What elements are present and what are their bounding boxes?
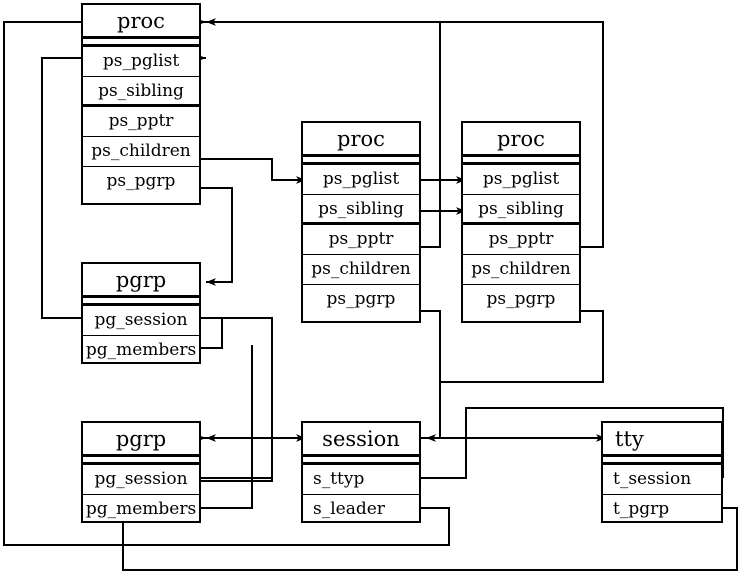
wire-child1-pptr-to-parent-proc (206, 18, 441, 248)
struct-title: pgrp (83, 423, 199, 457)
struct-title: proc (83, 5, 199, 39)
struct-box-proc-child-1: proc ps_pglist ps_sibling ps_pptr ps_chi… (301, 121, 421, 323)
field-ps-pptr: ps_pptr (83, 107, 199, 137)
struct-box-pgrp-upper: pgrp pg_session pg_members (81, 262, 201, 364)
wire-session-leader-to-parent-proc (3, 18, 450, 546)
struct-box-session: session s_ttyp s_leader (301, 421, 421, 523)
wire-session-ttyp-to-tty (421, 434, 606, 479)
title-separator (303, 457, 419, 465)
struct-title: tty (603, 423, 721, 457)
field-ps-pgrp: ps_pgrp (106, 171, 176, 191)
struct-box-proc-child-2: proc ps_pglist ps_sibling ps_pptr ps_chi… (461, 121, 581, 323)
field-ps-pgrp: ps_pgrp (486, 289, 556, 309)
wire-child2-pptr-to-parent-proc (440, 21, 604, 248)
struct-box-proc-parent: proc ps_pglist ps_sibling ps_pptr ps_chi… (81, 3, 201, 205)
wire-child2-pgrp-to-pgrp-lower (440, 310, 604, 383)
field-ps-pglist: ps_pglist (83, 47, 199, 77)
field-ps-children: ps_children (83, 137, 199, 167)
field-pg-members: pg_members (85, 499, 197, 519)
wire-child1-pgrp-to-pgrp-lower (206, 310, 441, 442)
field-ps-pptr: ps_pptr (303, 225, 419, 255)
field-ps-sibling: ps_sibling (303, 195, 419, 225)
field-ps-sibling: ps_sibling (83, 77, 199, 107)
wire-parent-pgrp-to-pgrp-upper (201, 187, 233, 286)
field-ps-children: ps_children (463, 255, 579, 285)
struct-title: proc (303, 123, 419, 157)
title-separator (463, 157, 579, 165)
field-t-pgrp: t_pgrp (613, 499, 670, 519)
wire-tty-session-to-session (426, 407, 724, 478)
field-t-session: t_session (603, 465, 721, 495)
struct-box-tty: tty t_session t_pgrp (601, 421, 723, 523)
title-separator (83, 39, 199, 47)
struct-box-pgrp-lower: pgrp pg_session pg_members (81, 421, 201, 523)
field-ps-pgrp: ps_pgrp (326, 289, 396, 309)
field-ps-pglist: ps_pglist (463, 165, 579, 195)
field-ps-pglist: ps_pglist (303, 165, 419, 195)
title-separator (83, 457, 199, 465)
wire-pgrp-lower-members-to-proc (201, 345, 253, 509)
field-s-ttyp: s_ttyp (303, 465, 419, 495)
wire-parent-children-to-child1-pglist (201, 158, 306, 184)
field-ps-pptr: ps_pptr (463, 225, 579, 255)
struct-title: session (303, 423, 419, 457)
struct-title: pgrp (83, 264, 199, 298)
field-ps-children: ps_children (303, 255, 419, 285)
title-separator (303, 157, 419, 165)
field-pg-session: pg_session (83, 465, 199, 495)
field-s-leader: s_leader (313, 499, 385, 519)
field-ps-sibling: ps_sibling (463, 195, 579, 225)
wire-pgrp-lower-session-to-session (201, 438, 273, 479)
struct-title: proc (463, 123, 579, 157)
field-pg-members: pg_members (85, 340, 197, 360)
title-separator (83, 298, 199, 306)
field-pg-session: pg_session (83, 306, 199, 336)
wire-pgrp-upper-session-to-session (190, 317, 273, 482)
title-separator (603, 457, 721, 465)
